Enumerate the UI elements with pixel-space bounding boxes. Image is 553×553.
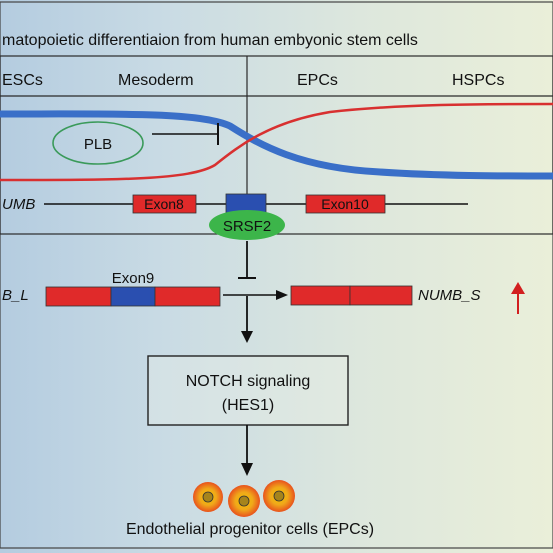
notch-box [147,355,349,426]
epc-cell-1-nucleus [202,491,214,503]
exon9-label: Exon9 [112,270,155,287]
gene-label: UMB [2,196,35,213]
exon8-box [132,194,197,214]
blue-expression-curve [0,110,553,180]
srsf2-ellipse [209,210,285,240]
up-arrow-icon [511,282,525,294]
splice-arrow-head [276,290,288,300]
diagram-title: matopoietic differentiaion from human em… [2,32,418,49]
plb-label: PLB [84,136,112,153]
plb-ellipse [52,121,144,165]
red-expression-curve [0,102,553,182]
notch-line2: (HES1) [222,397,274,414]
epc-cell-cluster [193,480,295,517]
numb-long-label: B_L [2,287,29,304]
epc-cell-2-nucleus [238,495,250,507]
exon10-label: Exon10 [321,196,369,212]
stage-escs: ESCs [2,72,43,89]
numb-short-label: NUMB_S [418,287,481,304]
stage-mesoderm: Mesoderm [118,72,194,89]
stage-epcs: EPCs [297,72,338,89]
numb-short-exon-left [290,285,351,306]
exon10-box [305,194,386,214]
numb-long-exon-right [154,286,221,307]
numb-long-exon-left [45,286,112,307]
srsf2-label: SRSF2 [223,218,271,235]
epcs-output-label: Endothelial progenitor cells (EPCs) [126,521,374,538]
numb-short-exon-right [349,285,413,306]
exon8-label: Exon8 [144,196,184,212]
arrow-to-notch-head [241,331,253,343]
stage-hspcs: HSPCs [452,72,504,89]
notch-line1: NOTCH signaling [186,373,310,390]
epc-cell-3-nucleus [273,490,285,502]
numb-long-exon9 [110,286,156,307]
arrow-to-cells-head [241,463,253,476]
